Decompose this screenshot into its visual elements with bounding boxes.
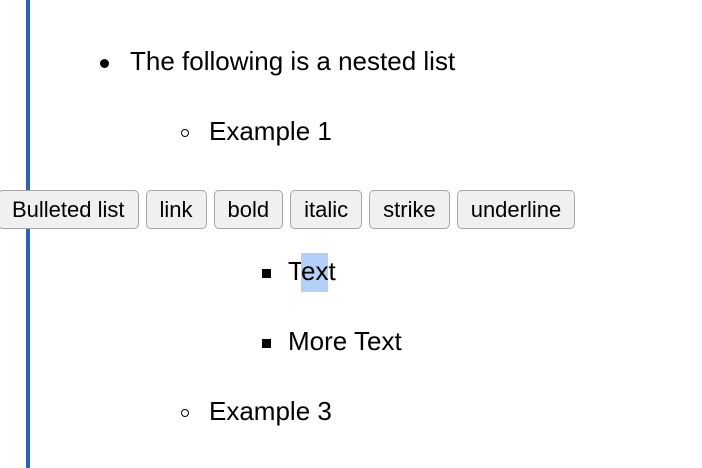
list-item-text: More Text xyxy=(288,326,402,356)
hollow-circle-bullet-icon xyxy=(181,409,189,417)
bold-button[interactable]: bold xyxy=(213,190,284,229)
list-item-text: The following is a nested list xyxy=(130,46,456,76)
underline-button[interactable]: underline xyxy=(456,190,576,229)
format-toolbar: Bulleted list link bold italic strike un… xyxy=(0,189,576,230)
list-item-level-2[interactable]: Example 3 xyxy=(181,398,332,424)
blue-vertical-rule xyxy=(26,0,30,468)
text-before-selection: T xyxy=(288,256,301,286)
italic-button[interactable]: italic xyxy=(290,190,363,229)
bulleted-list-button[interactable]: Bulleted list xyxy=(0,190,139,229)
filled-square-bullet-icon xyxy=(262,339,271,348)
filled-disc-bullet-icon xyxy=(100,59,109,68)
list-item-text: Example 3 xyxy=(209,396,332,426)
filled-square-bullet-icon xyxy=(262,269,271,278)
list-item-level-2[interactable]: Example 1 xyxy=(181,118,332,144)
list-item-level-1[interactable]: The following is a nested list xyxy=(100,48,455,74)
list-item-text: Example 1 xyxy=(209,116,332,146)
selected-text-highlight[interactable]: ex xyxy=(301,253,329,292)
list-item-level-3[interactable]: More Text xyxy=(262,328,402,354)
hollow-circle-bullet-icon xyxy=(181,129,189,137)
list-item-text: Text xyxy=(288,253,336,292)
link-button[interactable]: link xyxy=(145,190,207,229)
strike-button[interactable]: strike xyxy=(369,190,450,229)
text-after-selection: t xyxy=(328,256,336,286)
list-item-level-3-selected[interactable]: Text xyxy=(262,253,336,292)
